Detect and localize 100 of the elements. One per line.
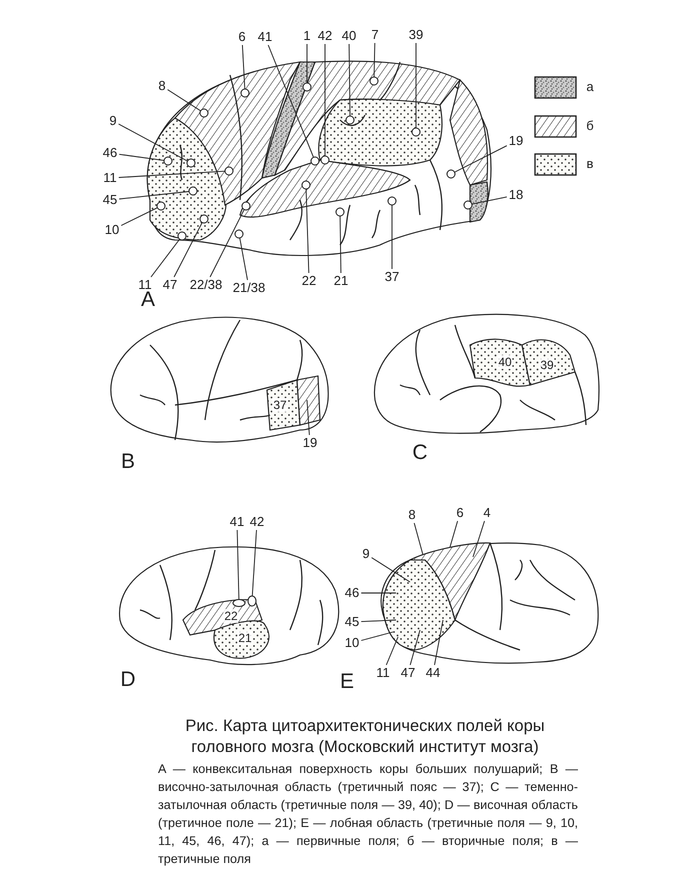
legend-label: в	[586, 157, 594, 171]
leader-line	[360, 632, 394, 641]
leader-line	[374, 42, 376, 78]
figure-title: Рис. Карта цитоархитектонических полей коры головного мозга (Московский институт мозга)	[184, 716, 546, 758]
callout-number: 42	[248, 515, 266, 529]
panel-letter: E	[340, 671, 354, 693]
location-marker	[346, 116, 354, 124]
location-marker	[320, 156, 330, 164]
callout-number: 44	[424, 666, 442, 680]
leader-line	[472, 196, 508, 205]
location-marker	[248, 596, 256, 606]
leader-line	[340, 216, 342, 274]
location-marker	[242, 202, 250, 210]
leader-line	[306, 44, 308, 84]
location-marker	[234, 230, 244, 238]
field-number: 37	[272, 398, 288, 412]
location-marker	[412, 128, 420, 136]
panel-letter: B	[121, 451, 135, 473]
leader-line	[167, 89, 201, 112]
callout-number: 41	[256, 30, 274, 44]
leader-line	[252, 530, 257, 596]
callout-number: 10	[344, 636, 360, 650]
location-marker	[446, 170, 456, 178]
location-marker	[464, 200, 472, 210]
callout-number: 6	[455, 506, 465, 520]
legend-label: б	[585, 119, 595, 133]
callout-number: 45	[102, 193, 118, 207]
leader-line	[268, 44, 314, 158]
callout-number: 41	[228, 515, 246, 529]
callout-number: 22/38	[188, 278, 224, 292]
panel-letter: C	[412, 442, 428, 464]
location-marker	[224, 166, 234, 176]
location-marker	[156, 202, 166, 210]
callout-number: 19	[508, 134, 524, 148]
location-marker	[240, 88, 250, 98]
field-number: 22	[223, 609, 239, 623]
leader-line	[242, 44, 246, 90]
leader-line	[348, 44, 350, 116]
leader-line	[450, 520, 458, 548]
leader-line	[118, 154, 164, 161]
figure-caption: A — конвекситальная поверхность коры больших полушарий; B — височно-затылочная область (третичный пояс — 37); C — теменно-затылочная область (третичные поля — 39, 40); D — височная область (третичное поле — 21); E — лобная область (третичные поля — 9, 10, 11, 45, 46, 47); а — первичные поля; б — вторичные поля; в — третичные поля	[158, 761, 578, 868]
callout-number: 9	[108, 114, 118, 128]
leader-line	[150, 238, 180, 278]
location-marker	[302, 180, 310, 190]
callout-number: 39	[408, 28, 424, 42]
callout-number: 8	[407, 508, 417, 522]
callout-number: 11	[137, 278, 153, 292]
callout-number: 21/38	[232, 281, 266, 295]
callout-number: 8	[157, 79, 167, 93]
callout-number: 6	[237, 30, 247, 44]
location-marker	[186, 158, 196, 168]
location-marker	[200, 108, 208, 118]
callout-number: 4	[482, 506, 492, 520]
legend-label: а	[585, 80, 595, 94]
callout-number: 10	[104, 223, 120, 237]
location-marker	[302, 82, 312, 92]
callout-number: 11	[102, 171, 118, 185]
leader-line	[118, 170, 226, 178]
location-marker	[200, 214, 208, 224]
callout-number: 22	[300, 274, 318, 288]
leader-line	[434, 620, 444, 666]
leader-line	[174, 222, 203, 278]
callout-number: 37	[384, 270, 400, 284]
field-number: 21	[237, 631, 253, 645]
callout-number: 42	[316, 29, 334, 43]
leader-line	[118, 191, 190, 200]
location-marker	[310, 156, 320, 166]
callout-number: 47	[400, 666, 416, 680]
leader-line	[414, 522, 424, 556]
callout-number: 7	[370, 28, 380, 42]
leader-line	[306, 400, 310, 436]
location-marker	[388, 196, 396, 206]
location-marker	[164, 156, 172, 166]
leader-line	[386, 636, 398, 666]
leader-line	[410, 630, 420, 666]
leader-line	[454, 145, 508, 173]
callout-number: 11	[375, 666, 391, 680]
callout-number: 18	[508, 188, 524, 202]
callout-number: 45	[344, 615, 360, 629]
callout-number: 1	[302, 29, 312, 43]
leader-line	[371, 557, 410, 582]
leader-line	[239, 238, 248, 280]
leader-line	[360, 620, 396, 622]
leader-line	[306, 188, 310, 274]
callout-number: 21	[332, 274, 350, 288]
leader-line	[118, 124, 188, 162]
location-marker	[178, 232, 186, 240]
leader-line	[360, 592, 396, 594]
panel-letter: A	[141, 289, 155, 311]
callout-number: 46	[102, 146, 118, 160]
leader-line	[120, 207, 158, 226]
leader-line	[210, 209, 245, 278]
callout-number: 19	[302, 436, 318, 450]
location-marker	[188, 186, 198, 196]
panel-letter: D	[120, 669, 136, 691]
location-marker	[370, 76, 378, 86]
field-number: 39	[539, 358, 555, 372]
callout-number: 47	[162, 278, 178, 292]
location-marker	[336, 208, 344, 216]
field-number: 40	[497, 355, 513, 369]
